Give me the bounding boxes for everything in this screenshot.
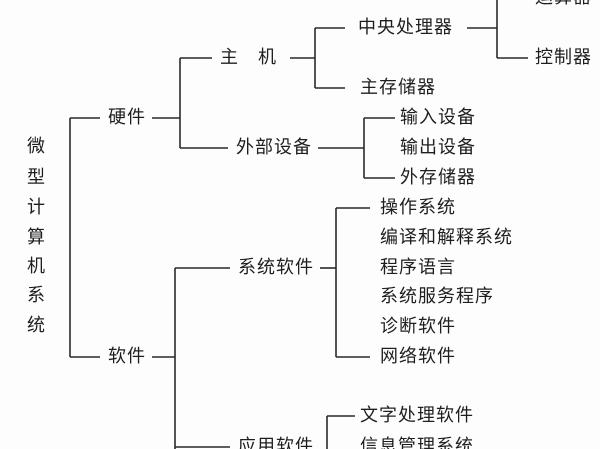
node-input-device: 输入设备 (400, 107, 476, 128)
node-external-storage: 外存储器 (400, 167, 476, 188)
node-application-software: 应用软件 (238, 436, 314, 449)
node-hardware: 硬件 (108, 107, 146, 128)
node-system-software: 系统软件 (238, 257, 314, 278)
node-network: 网络软件 (380, 346, 456, 367)
root-char: 统 (27, 315, 45, 336)
node-alu: 运算器 (535, 0, 592, 8)
root-char: 型 (27, 167, 45, 188)
node-info-management: 信息管理系统 (360, 436, 474, 449)
node-output-device: 输出设备 (400, 137, 476, 158)
node-cpu: 中央处理器 (358, 17, 453, 38)
node-language: 程序语言 (380, 257, 456, 278)
node-service-program: 系统服务程序 (380, 286, 494, 307)
root-char: 微 (27, 136, 45, 157)
node-software: 软件 (108, 346, 146, 367)
root-char: 机 (27, 256, 45, 277)
root-char: 系 (27, 285, 45, 306)
node-host: 主 机 (220, 47, 277, 68)
root-char: 计 (27, 197, 45, 218)
node-diagnostic: 诊断软件 (380, 316, 456, 337)
node-controller: 控制器 (535, 47, 592, 68)
node-word-processing: 文字处理软件 (360, 405, 474, 426)
root-char: 算 (27, 227, 45, 248)
node-main-memory: 主存储器 (360, 77, 436, 98)
node-os: 操作系统 (380, 197, 456, 218)
node-peripherals: 外部设备 (236, 137, 312, 158)
node-compiler: 编译和解释系统 (380, 227, 513, 248)
